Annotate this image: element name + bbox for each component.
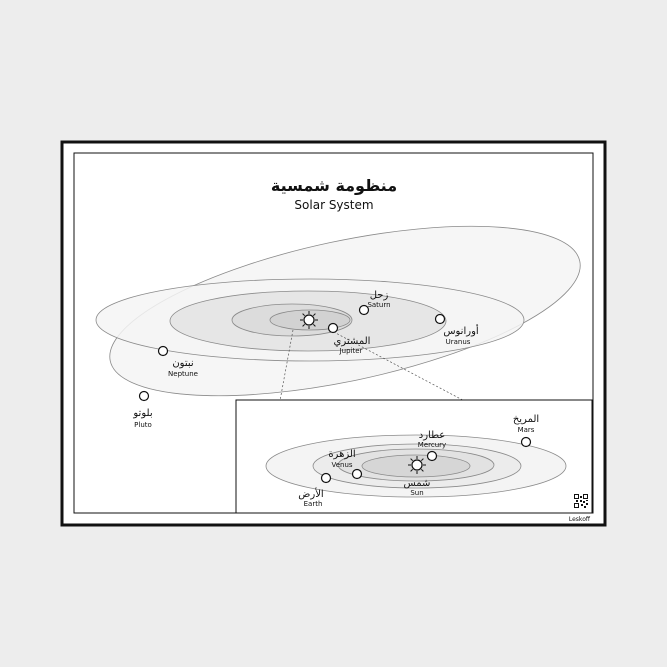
planet-pluto xyxy=(138,390,150,402)
uranus-label-ar: أورانوس xyxy=(443,324,479,337)
earth-label-ar: الأرض xyxy=(298,487,323,500)
planet-earth xyxy=(320,472,332,484)
sun-label-ar: شمس xyxy=(404,478,431,489)
saturn-label-en: Saturn xyxy=(367,301,390,309)
sun-icon xyxy=(408,456,426,474)
planet-mars xyxy=(520,436,532,448)
planet-jupiter xyxy=(327,322,339,334)
planet-venus xyxy=(351,468,363,480)
neptune-label-en: Neptune xyxy=(168,370,198,378)
outer-planets xyxy=(138,304,446,402)
jupiter-label-en: Jupiter xyxy=(339,347,363,355)
mars-label-en: Mars xyxy=(518,426,535,434)
qr-code-icon xyxy=(574,494,588,508)
mars-label-ar: المريخ xyxy=(513,414,539,425)
mercury-label-en: Mercury xyxy=(418,441,446,449)
mercury-label-ar: عطارد xyxy=(419,430,446,441)
jupiter-label-ar: المشتري xyxy=(334,336,371,347)
inner-planets xyxy=(320,436,532,484)
inner-labels: المريخ Mars عطارد Mercury الزهرة Venus ش… xyxy=(298,414,539,508)
title-arabic: منظومة شمسية xyxy=(271,176,397,195)
pluto-label-ar: بلوتو xyxy=(132,408,152,419)
planet-uranus xyxy=(434,313,446,325)
title-english: Solar System xyxy=(294,198,373,212)
neptune-label-ar: نبتون xyxy=(172,358,193,369)
brand-label: Leskoff xyxy=(569,516,591,523)
outer-labels: زحل Saturn أورانوس Uranus المشتري Jupite… xyxy=(132,290,479,429)
venus-label-ar: الزهرة xyxy=(328,449,355,460)
planet-neptune xyxy=(157,345,169,357)
sun-label-en: Sun xyxy=(410,489,423,497)
saturn-label-ar: زحل xyxy=(370,290,389,301)
sun-icon xyxy=(300,311,318,329)
planet-saturn xyxy=(358,304,370,316)
earth-label-en: Earth xyxy=(304,500,323,508)
uranus-label-en: Uranus xyxy=(446,338,471,346)
planet-mercury xyxy=(426,450,438,462)
venus-label-en: Venus xyxy=(331,461,352,469)
pluto-label-en: Pluto xyxy=(134,421,152,429)
